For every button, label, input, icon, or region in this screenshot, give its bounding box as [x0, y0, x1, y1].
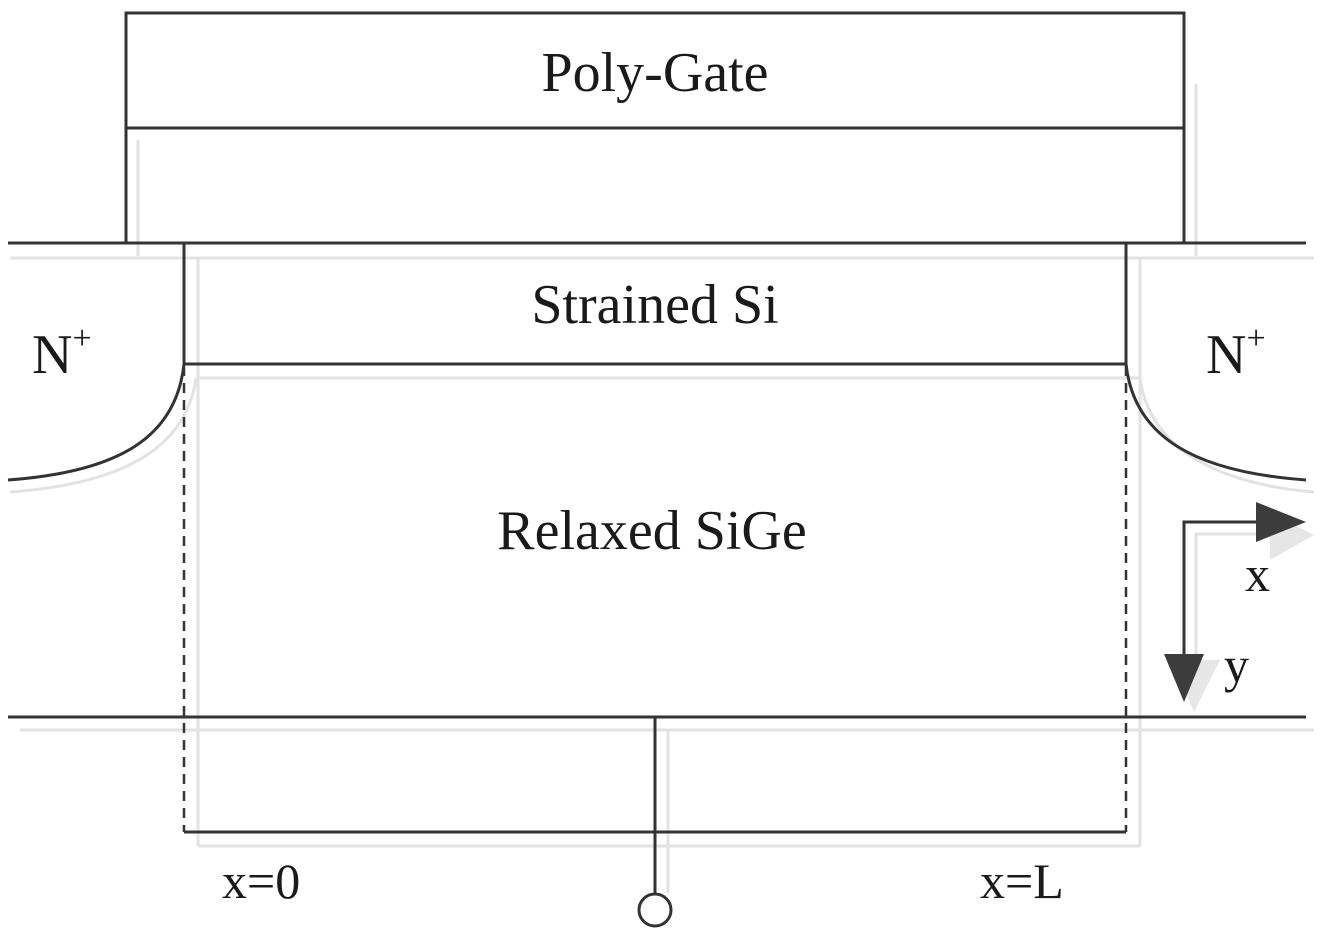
- source-junction-curve: [7, 363, 186, 482]
- relaxed-sige-region: Relaxed SiGe: [182, 366, 1128, 832]
- x-equals-zero-label: x=0: [222, 853, 300, 909]
- coordinate-axes: x y: [1164, 502, 1314, 712]
- x-axis-arrowhead-icon: [1256, 502, 1306, 542]
- ghost-lines: [9, 84, 1315, 893]
- strained-si-label: Strained Si: [531, 274, 778, 336]
- x-axis-label: x: [1245, 546, 1270, 602]
- y-axis-label: y: [1224, 637, 1249, 693]
- poly-gate-region: Poly-Gate: [124, 11, 1186, 245]
- y-axis-arrowhead-icon: [1164, 654, 1204, 702]
- substrate-terminal-circle-icon: [637, 892, 673, 928]
- substrate-contact: [637, 717, 673, 928]
- poly-gate-label: Poly-Gate: [541, 42, 768, 104]
- n-plus-left-sup: +: [72, 320, 91, 357]
- n-plus-left-label: N+: [32, 320, 92, 386]
- n-plus-right-sup: +: [1246, 320, 1265, 357]
- relaxed-sige-label: Relaxed SiGe: [497, 500, 806, 562]
- axis-lines: [1182, 520, 1258, 670]
- n-plus-right-label: N+: [1206, 320, 1266, 386]
- strained-si-region: Strained Si: [182, 243, 1128, 366]
- drain-junction-curve: [1124, 363, 1307, 482]
- x-equals-L-label: x=L: [980, 853, 1064, 909]
- n-plus-junctions: N+ N+: [7, 320, 1307, 482]
- n-plus-right-base: N: [1206, 324, 1246, 386]
- n-plus-left-base: N: [32, 324, 72, 386]
